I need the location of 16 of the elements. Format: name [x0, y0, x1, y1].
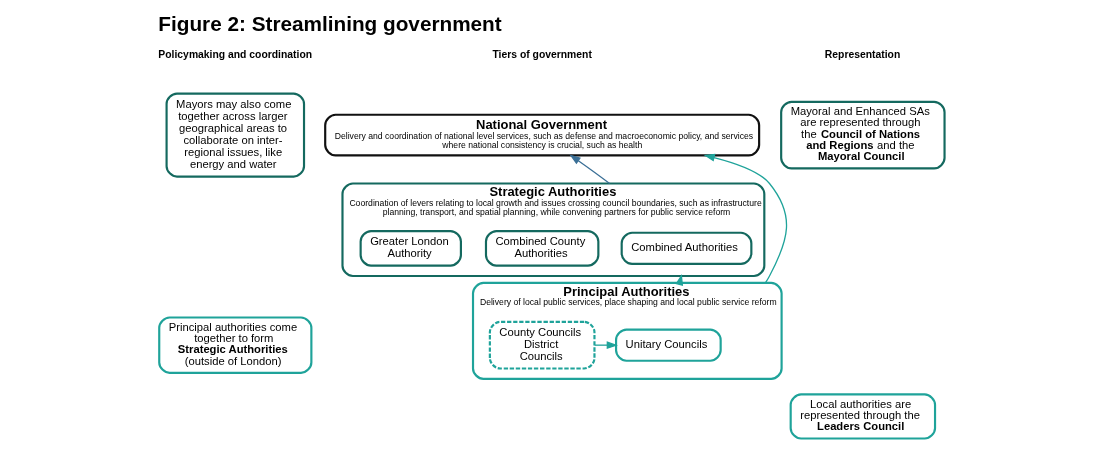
- node-box: Greater London Authority: [359, 229, 462, 267]
- label: Representation: [824, 49, 901, 61]
- node-box: Principal authorities come together to form Strategic Authorities (outside of London): [158, 316, 313, 374]
- node-box: National Government Delivery and coordination of national level services, such as defense and macroeconomic policy, and services where national consistency is crucial, such as health: [324, 113, 761, 157]
- node-box: Local authorities are represented through the Leaders Council: [789, 393, 937, 440]
- node-box: Unitary Councils: [615, 328, 722, 362]
- node-box: Combined Authorities: [620, 231, 753, 265]
- node-box: Combined County Authorities: [484, 229, 600, 267]
- arrow: [703, 153, 788, 284]
- node-box: Mayoral and Enhanced SAs are represented through the Council of Nations and Regions and the Mayoral Council: [780, 100, 946, 170]
- arrow: [569, 154, 611, 185]
- label: Policymaking and coordination: [158, 49, 313, 61]
- label: Tiers of government: [492, 49, 592, 61]
- node-box: Mayors may also come together across larger geographical areas to collaborate on inter-regional issues, like energy and water: [165, 92, 306, 178]
- diagram-title: Figure 2: Streamlining government: [158, 11, 502, 35]
- node-box: County Councils District Councils: [488, 320, 596, 370]
